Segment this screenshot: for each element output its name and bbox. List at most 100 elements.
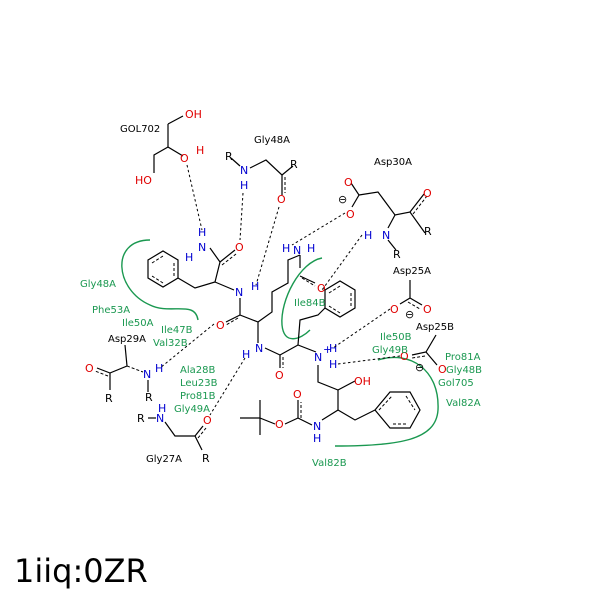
- charge-minus: ⊖: [338, 193, 347, 206]
- atom-r: R: [137, 412, 145, 425]
- label-gly27a: Gly27A: [146, 454, 182, 465]
- ligand-phe-amide: N H H O N H: [147, 226, 259, 299]
- atom-h: H: [185, 251, 193, 264]
- atom-o: O: [216, 319, 225, 332]
- atom-n: N: [240, 164, 248, 177]
- hbond-asp25a: [332, 308, 391, 349]
- asp25b-residue: O O ⊖: [400, 334, 447, 376]
- atom-n: N: [235, 286, 243, 299]
- atom-n: N: [143, 368, 151, 381]
- charge-minus: ⊖: [415, 361, 424, 374]
- hbond-gly48a-nh: [239, 192, 244, 241]
- atom-n: N: [255, 342, 263, 355]
- atom-r: R: [225, 150, 233, 163]
- label-pro81b: Pro81B: [180, 391, 216, 402]
- atom-r: R: [145, 391, 153, 404]
- label-asp30a: Asp30A: [374, 157, 412, 168]
- gly48a-residue: R N H R O: [225, 150, 298, 206]
- atom-oh: OH: [354, 375, 371, 388]
- gol702-molecule: OH O H HO: [135, 108, 204, 187]
- label-ile84b: Ile84B: [294, 298, 326, 309]
- label-val82a: Val82A: [446, 398, 481, 409]
- atom-o: O: [275, 418, 284, 431]
- atom-o: O: [390, 303, 399, 316]
- atom-h: H: [313, 432, 321, 445]
- atom-h: H: [242, 348, 250, 361]
- label-asp25a: Asp25A: [393, 266, 431, 277]
- label-gly48b: Gly48B: [446, 365, 482, 376]
- atom-o: O: [85, 362, 94, 375]
- atom-h: H: [240, 179, 248, 192]
- structure-id-title: 1iiq:0ZR: [14, 552, 148, 590]
- hydrophobic-arc-right: [334, 356, 439, 447]
- atom-r: R: [105, 392, 113, 405]
- atom-oh: OH: [185, 108, 202, 121]
- label-ile47b: Ile47B: [161, 325, 193, 336]
- atom-n: N: [293, 244, 301, 257]
- atom-h: H: [329, 358, 337, 371]
- gly27a-residue: R N H O R: [137, 402, 212, 465]
- label-gly48a: Gly48A: [80, 279, 116, 290]
- hydrophobic-arc-left: [121, 239, 199, 321]
- atom-o: O: [438, 363, 447, 376]
- label-ala28b: Ala28B: [180, 365, 215, 376]
- atom-o: O: [275, 369, 284, 382]
- label-gly49b: Gly49B: [372, 345, 408, 356]
- atom-r: R: [290, 158, 298, 171]
- atom-h: H: [329, 342, 337, 355]
- atom-o: O: [180, 152, 189, 165]
- atom-h: H: [364, 229, 372, 242]
- atom-n: N: [198, 241, 206, 254]
- hydrogen-bonds: [159, 164, 401, 416]
- atom-r: R: [393, 248, 401, 261]
- label-ile50a: Ile50A: [122, 318, 154, 329]
- label-pro81a: Pro81A: [445, 352, 481, 363]
- label-val82b: Val82B: [312, 458, 347, 469]
- hbond-asp25b: [337, 355, 401, 365]
- ligand-phe-middle: O N + H H: [264, 280, 356, 382]
- atom-n: N: [313, 420, 321, 433]
- atom-o: O: [317, 282, 326, 295]
- charge-plus: +: [323, 343, 332, 356]
- atom-h: H: [251, 280, 259, 293]
- atom-nplus: N: [314, 351, 322, 364]
- atom-r: R: [424, 225, 432, 238]
- atom-ho: HO: [135, 174, 152, 187]
- atom-o: O: [293, 388, 302, 401]
- label-gly49a: Gly49A: [174, 404, 210, 415]
- atom-h: H: [155, 362, 163, 375]
- hbond-asp29a: [159, 323, 215, 369]
- atom-o: O: [277, 193, 286, 206]
- atom-o: O: [344, 176, 353, 189]
- label-leu23b: Leu23B: [180, 378, 218, 389]
- atom-n: N: [156, 412, 164, 425]
- hbond-gly27a: [209, 357, 246, 416]
- charge-minus: ⊖: [405, 308, 414, 321]
- label-gol705: Gol705: [438, 378, 474, 389]
- atom-h: H: [282, 242, 290, 255]
- atom-o: O: [423, 303, 432, 316]
- hbond-asp30a-o: [291, 212, 346, 246]
- atom-o: O: [235, 241, 244, 254]
- atom-h: H: [198, 226, 206, 239]
- label-val32b: Val32B: [153, 338, 188, 349]
- atom-o: O: [423, 187, 432, 200]
- label-gol702: GOL702: [120, 124, 160, 135]
- hbond-gly48a-o: [255, 206, 280, 286]
- atom-h: H: [158, 402, 166, 415]
- asp29a-residue: O R N H R: [85, 344, 163, 405]
- atom-n: N: [382, 229, 390, 242]
- atom-h: H: [196, 144, 204, 157]
- atom-o: O: [400, 350, 409, 363]
- atom-o: O: [203, 414, 212, 427]
- label-gly48a-hbond: Gly48A: [254, 135, 290, 146]
- atom-h: H: [307, 242, 315, 255]
- asp25a-residue: O O ⊖: [390, 280, 432, 321]
- label-phe53a: Phe53A: [92, 305, 130, 316]
- ligand-boc-fragment: OH O O N H: [240, 365, 421, 445]
- label-ile50b: Ile50B: [380, 332, 412, 343]
- label-asp29a: Asp29A: [108, 334, 146, 345]
- asp30a-residue: O ⊖ O O R N H R: [338, 176, 432, 261]
